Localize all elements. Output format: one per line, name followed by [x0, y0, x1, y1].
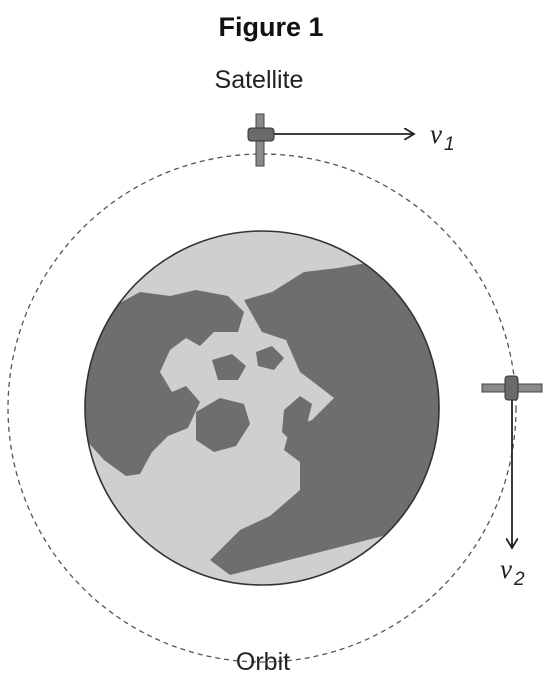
satellite-top-body: [247, 127, 275, 142]
velocity-1-subscript: 1: [444, 134, 455, 155]
earth-landmasses: [85, 262, 439, 575]
satellite-top: [247, 113, 275, 167]
velocity-1-symbol: v: [430, 119, 442, 149]
figure-title: Figure 1: [218, 12, 323, 42]
velocity-2-subscript: 2: [513, 569, 525, 590]
earth: [84, 230, 440, 586]
satellite-right-body: [504, 375, 519, 401]
orbit-label: Orbit: [236, 648, 290, 676]
orbit-path: [7, 153, 517, 663]
earth-outline: [84, 230, 440, 586]
velocity-2-symbol: v: [500, 554, 512, 584]
satellite-right: [481, 375, 543, 401]
satellite-label: Satellite: [215, 66, 304, 94]
